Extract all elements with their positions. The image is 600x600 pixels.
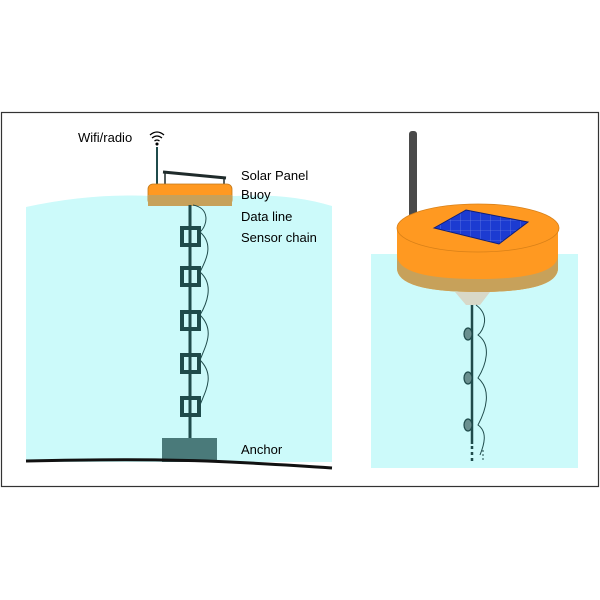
right-3d-view — [371, 131, 578, 468]
sensor-node-3d — [463, 371, 473, 385]
sensor-node-3d — [463, 418, 473, 432]
buoy-3d-underside — [397, 255, 558, 292]
sensor-node — [180, 266, 201, 287]
label-data-line: Data line — [241, 209, 293, 224]
wifi-icon — [149, 131, 165, 146]
water-left — [26, 195, 332, 462]
label-buoy: Buoy — [241, 187, 271, 202]
sensor-node — [180, 353, 201, 374]
left-schematic — [25, 131, 333, 470]
data-line — [192, 204, 209, 406]
antenna-3d — [409, 131, 417, 226]
label-anchor: Anchor — [241, 442, 283, 457]
solar-panel — [162, 170, 227, 180]
sensor-nodes-3d — [463, 327, 473, 432]
label-solar-panel: Solar Panel — [241, 168, 309, 183]
data-line-3d — [475, 304, 487, 456]
sensor-node — [180, 310, 201, 331]
label-wifi-radio: Wifi/radio — [78, 130, 133, 145]
sensor-node — [180, 226, 201, 247]
buoy-base — [148, 195, 232, 206]
sensor-node-3d — [463, 327, 473, 341]
seabed-line — [25, 458, 333, 470]
label-sensor-chain: Sensor chain — [241, 230, 317, 245]
buoy-cone — [455, 292, 490, 305]
anchor-block — [162, 438, 217, 462]
solar-panel-3d — [432, 209, 530, 245]
sensor-nodes — [180, 226, 201, 417]
sensor-node — [180, 396, 201, 417]
